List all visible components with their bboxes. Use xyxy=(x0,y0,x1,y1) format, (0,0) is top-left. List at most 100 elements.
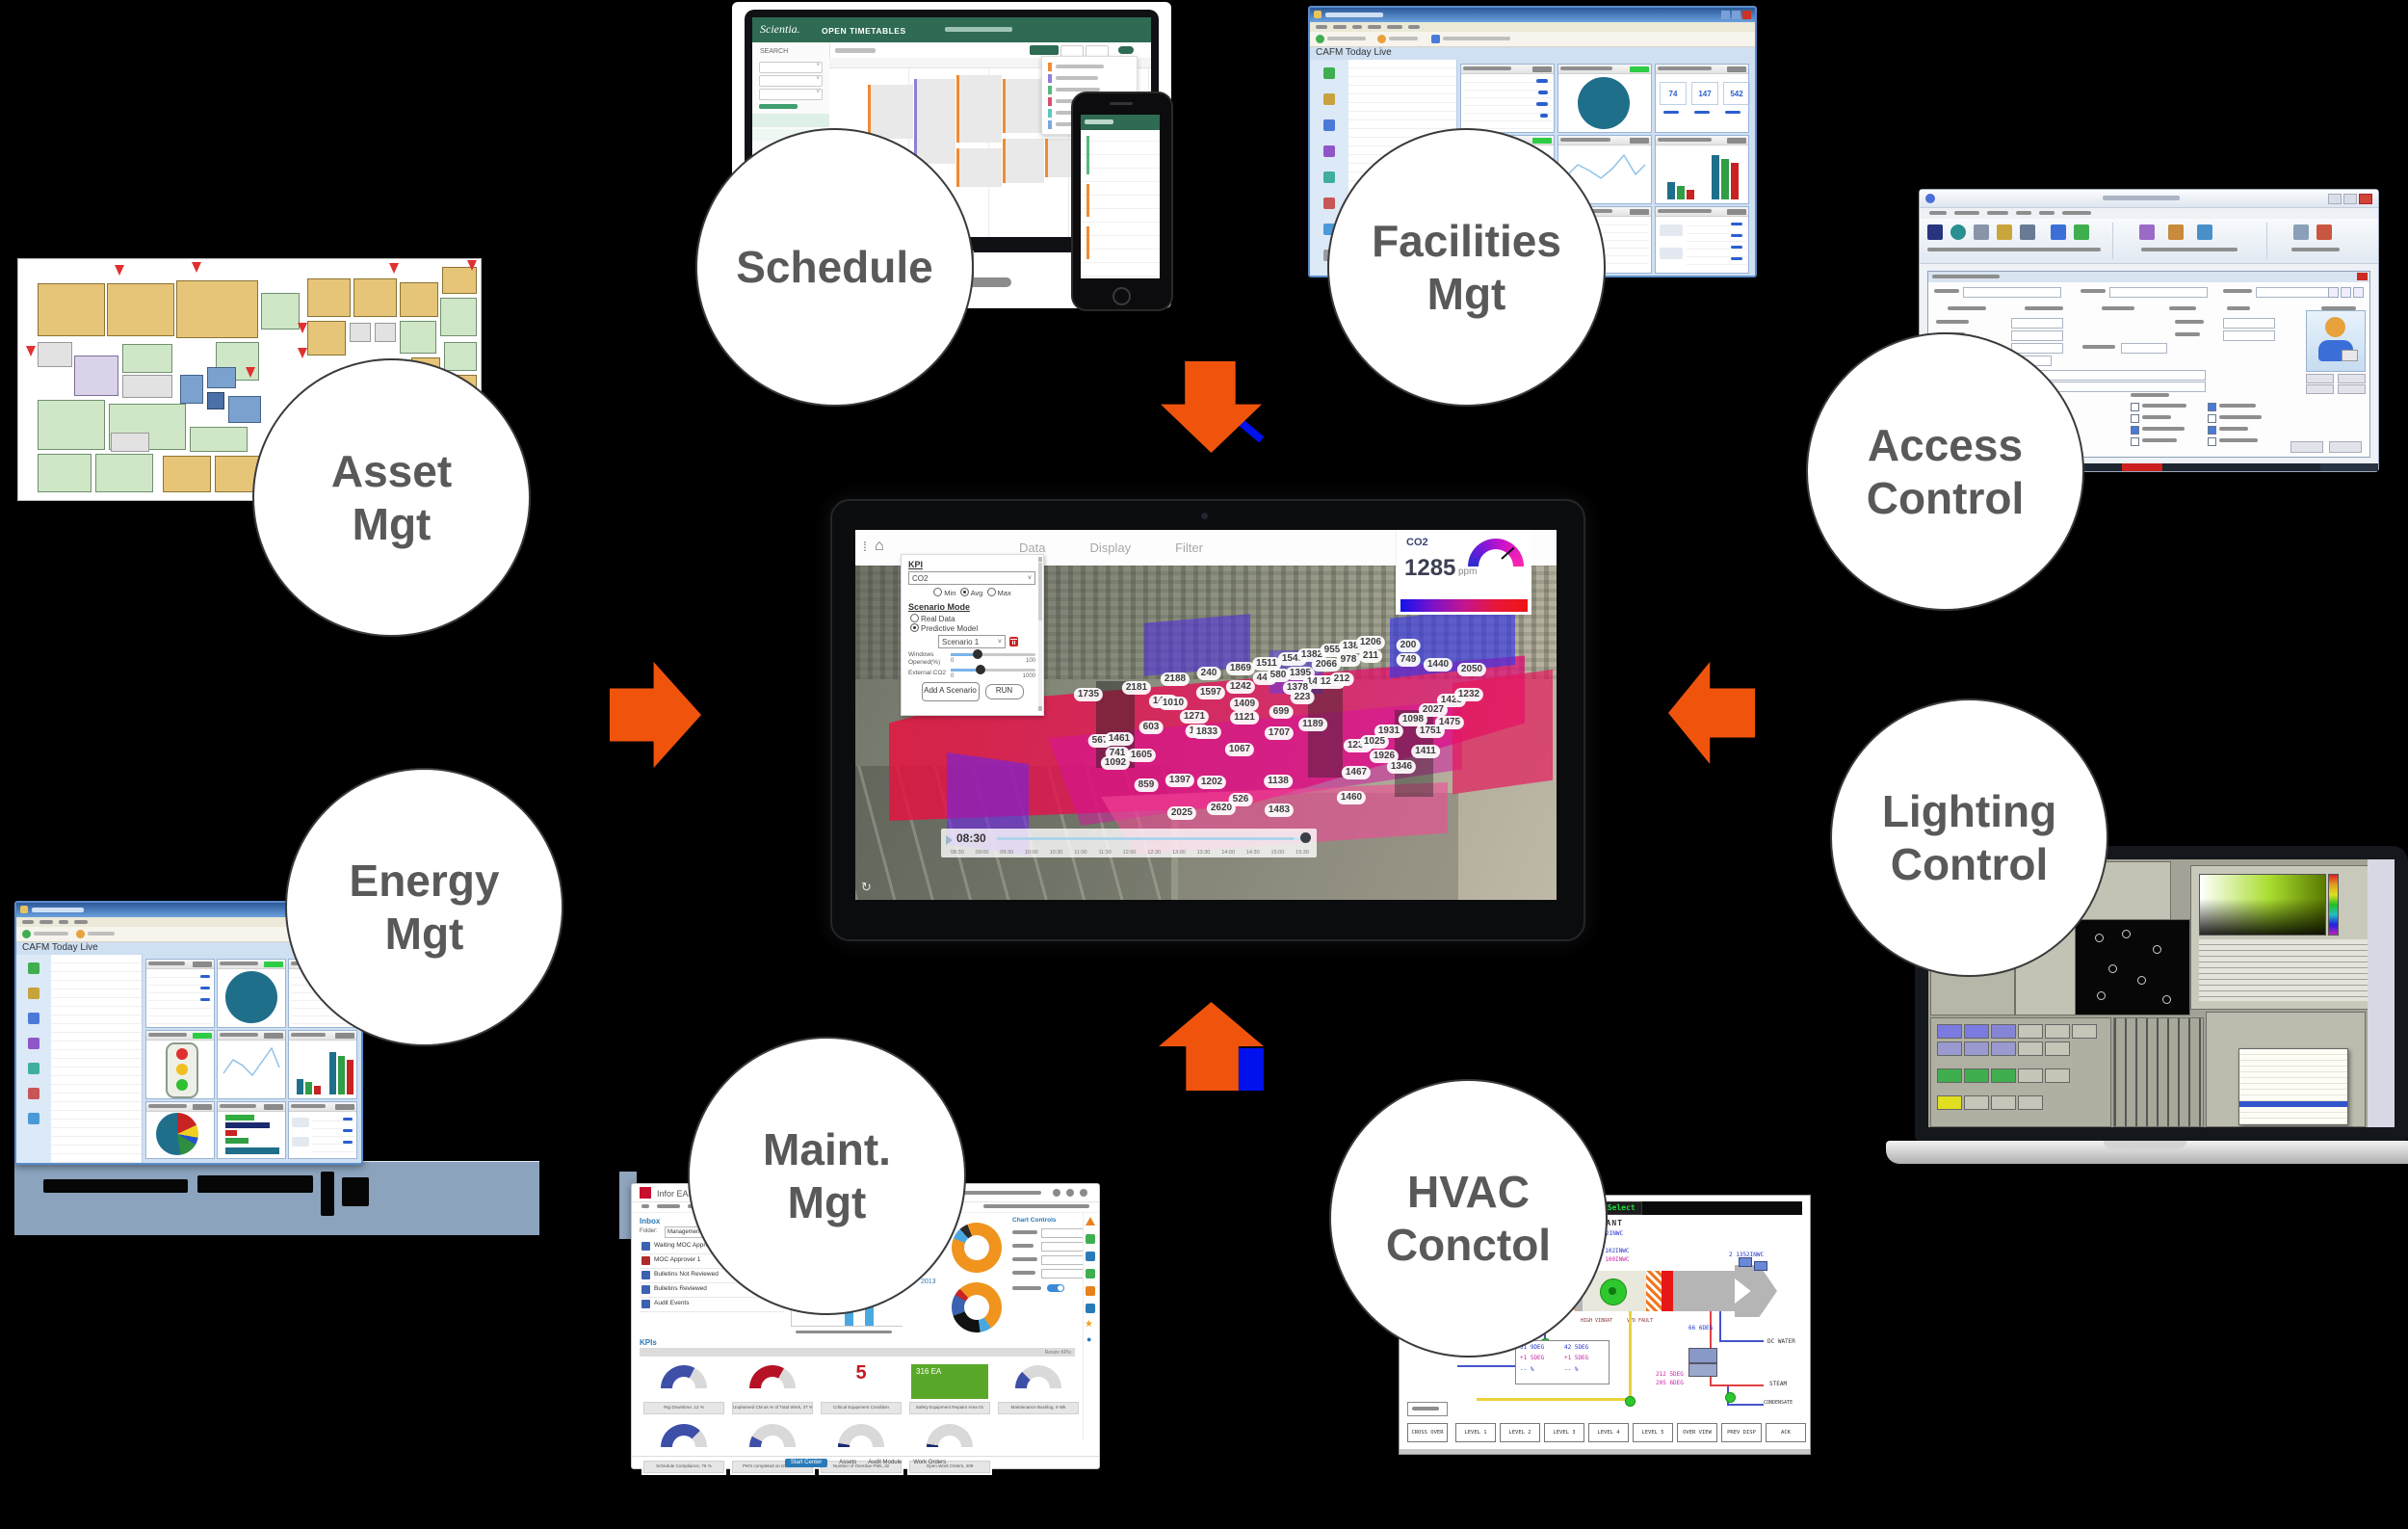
toolbar-menu-item[interactable]: Filter xyxy=(1175,540,1203,555)
share-icon xyxy=(1053,1189,1060,1197)
timeline-tick: 09:00 xyxy=(975,850,989,856)
sensor-pin xyxy=(115,265,124,276)
kpi-number: 542 xyxy=(1723,82,1750,105)
menu-dots-icon[interactable]: ⁞ xyxy=(863,539,867,554)
rotate-hint-icon[interactable]: ↻ xyxy=(861,880,872,894)
co2-reading: 1467 xyxy=(1341,766,1372,779)
valve-icon xyxy=(1625,1396,1636,1407)
avg-radio[interactable] xyxy=(959,588,969,596)
co2-reading: 1460 xyxy=(1336,791,1367,804)
fixture-properties xyxy=(2199,939,2382,1001)
add-scenario-button[interactable]: Add A Scenario xyxy=(921,681,980,701)
play-icon[interactable] xyxy=(946,835,953,845)
co2-reading: 699 xyxy=(1269,705,1294,719)
co2-reading: 2027 xyxy=(1418,703,1449,717)
real-data-radio[interactable] xyxy=(910,614,919,622)
inbox-label: Inbox xyxy=(640,1217,661,1226)
arrow-left-icon xyxy=(1668,662,1755,764)
sensor-pin xyxy=(298,323,307,333)
timeline-tick: 10:30 xyxy=(1049,850,1063,856)
phone-speaker xyxy=(1110,102,1133,105)
predictive-model-radio[interactable] xyxy=(910,623,919,632)
cards-icon xyxy=(1997,224,2012,240)
rail-icon xyxy=(1323,145,1335,157)
delete-scenario-icon[interactable] xyxy=(1009,637,1018,646)
panel-scrollbar[interactable] xyxy=(1038,557,1042,711)
refresh-icon xyxy=(22,930,31,938)
refresh-icon xyxy=(1316,35,1324,43)
video-icon xyxy=(2051,224,2066,240)
space-table-tile xyxy=(288,1101,357,1159)
rail-icon xyxy=(1323,67,1335,79)
co2-reading: 1138 xyxy=(1264,775,1293,788)
search-icon xyxy=(1080,1189,1087,1197)
traffic-light-tile xyxy=(145,1030,215,1099)
scada-button: LEVEL 3 xyxy=(1544,1423,1584,1442)
home-icon[interactable]: ⌂ xyxy=(875,538,884,554)
max-radio[interactable] xyxy=(986,588,996,596)
inner-titlebar xyxy=(1928,272,2369,282)
kpi-number: 147 xyxy=(1691,82,1718,105)
fixture-popup-list xyxy=(2238,1048,2348,1125)
scenario-select[interactable]: Scenario 1˅ xyxy=(938,635,1006,648)
title-blur xyxy=(2103,196,2180,200)
scada-button: LEVEL 2 xyxy=(1500,1423,1540,1442)
ok-button xyxy=(2290,441,2323,453)
category-circle-access-control: Access Control xyxy=(1806,332,2084,611)
co2-reading: 1461 xyxy=(1104,732,1135,746)
kpi-gauge-cell: Schedule Compliance, 75 % xyxy=(641,1419,726,1475)
activity-icon xyxy=(1950,224,1966,240)
min-radio[interactable] xyxy=(933,588,943,596)
timeline-handle[interactable] xyxy=(1300,832,1311,843)
close-button xyxy=(1742,11,1751,19)
donut-2013 xyxy=(952,1282,1002,1332)
window-controls xyxy=(1721,11,1751,19)
inner-close-button xyxy=(2357,273,2368,280)
circle-label-line2: Conctol xyxy=(1385,1219,1552,1270)
selected-row xyxy=(2239,1101,2347,1107)
timeline-track[interactable] xyxy=(997,837,1303,840)
green-light xyxy=(176,1079,188,1091)
co2-gauge-panel: CO2 1285 ppm xyxy=(1396,530,1531,615)
category-circle-energy-mgt: Energy Mgt xyxy=(285,768,563,1046)
timeline-tick: 13:00 xyxy=(1171,850,1186,856)
browse-icon xyxy=(2341,287,2351,298)
kpi-gauge-cell: Open Work Orders, 409 xyxy=(907,1419,992,1475)
pie-chart xyxy=(156,1113,198,1155)
app-title: OPEN TIMETABLES xyxy=(822,26,906,36)
toolbar-menu-item[interactable]: Data xyxy=(1019,540,1046,555)
help-icon xyxy=(1431,35,1440,43)
co2-reading: 1511 xyxy=(1252,657,1281,671)
toolbar-menu-item[interactable]: Display xyxy=(1089,540,1132,555)
app-icon xyxy=(1925,194,1935,203)
phone-app-header xyxy=(1081,115,1160,130)
run-button[interactable]: RUN xyxy=(984,683,1024,699)
import-button xyxy=(2338,374,2366,383)
co2-reading: 603 xyxy=(1139,721,1164,734)
co2-reading: 1346 xyxy=(1386,760,1417,774)
co2-reading: 1232 xyxy=(1453,688,1484,701)
inbox-item: Bulletins Reviewed xyxy=(640,1283,784,1298)
gauge xyxy=(749,1365,796,1388)
circle-label-line1: Access xyxy=(1867,420,2024,471)
tablet-camera xyxy=(1201,513,1208,519)
kpi-gauge-cell: Unplanned CM as % of Total Work, 27 % xyxy=(730,1360,815,1416)
co2-reading: 978 xyxy=(1336,653,1361,667)
yoy-toggle xyxy=(1047,1284,1064,1292)
module-select xyxy=(759,62,823,73)
sensor-pin xyxy=(389,263,399,274)
close-form-button xyxy=(2329,441,2362,453)
timeline-tick: 12:00 xyxy=(1122,850,1137,856)
timeline-tick: 11:30 xyxy=(1098,850,1112,856)
inactive-select xyxy=(2121,343,2167,354)
kpi-select[interactable]: CO2˅ xyxy=(908,571,1035,585)
co2-reading: 1397 xyxy=(1165,774,1195,787)
cooling-coil xyxy=(1646,1271,1662,1311)
external-co2-slider[interactable] xyxy=(951,664,1035,674)
co2-reading: 2620 xyxy=(1206,802,1237,815)
windows-opened-slider[interactable] xyxy=(951,649,1035,660)
scada-button: OVER VIEW xyxy=(1677,1423,1717,1442)
co2-reading: 526 xyxy=(1228,793,1253,806)
